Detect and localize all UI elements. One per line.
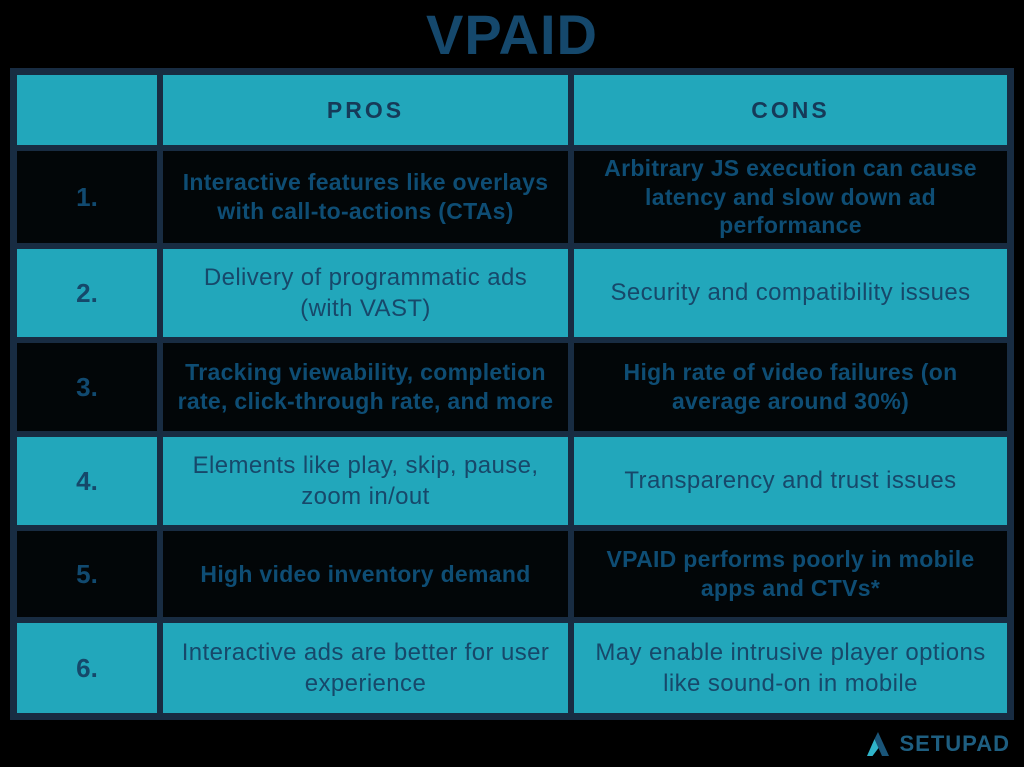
setupad-wordmark: SETUPAD <box>899 730 1010 756</box>
row-number: 2. <box>17 249 157 337</box>
header-pros: PROS <box>163 75 568 145</box>
pros-cell: High video inventory demand <box>163 531 568 617</box>
setupad-logo: SETUPAD <box>865 731 1011 757</box>
cons-cell: Arbitrary JS execution can cause latency… <box>574 151 1007 243</box>
row-number: 1. <box>17 151 157 243</box>
cons-cell: Security and compatibility issues <box>574 249 1007 337</box>
pros-cell: Interactive ads are better for user expe… <box>163 623 568 713</box>
header-cons: CONS <box>574 75 1007 145</box>
footer-bar: SETUPAD <box>0 720 1024 767</box>
row-number: 3. <box>17 343 157 431</box>
row-number: 4. <box>17 437 157 525</box>
pros-cell: Interactive features like overlays with … <box>163 151 568 243</box>
cons-cell: High rate of video failures (on average … <box>574 343 1007 431</box>
row-number: 5. <box>17 531 157 617</box>
header-corner-cell <box>17 75 157 145</box>
cons-cell: Transparency and trust issues <box>574 437 1007 525</box>
setupad-triangle-icon <box>866 731 889 756</box>
cons-cell: VPAID performs poorly in mobile apps and… <box>574 531 1007 617</box>
row-number: 6. <box>17 623 157 713</box>
pros-cons-table: PROS CONS 1. Interactive features like o… <box>10 68 1014 720</box>
pros-cell: Delivery of programmatic ads (with VAST) <box>163 249 568 337</box>
pros-cell: Elements like play, skip, pause, zoom in… <box>163 437 568 525</box>
cons-cell: May enable intrusive player options like… <box>574 623 1007 713</box>
page-title: VPAID <box>426 2 598 66</box>
pros-cell: Tracking viewability, completion rate, c… <box>163 343 568 431</box>
